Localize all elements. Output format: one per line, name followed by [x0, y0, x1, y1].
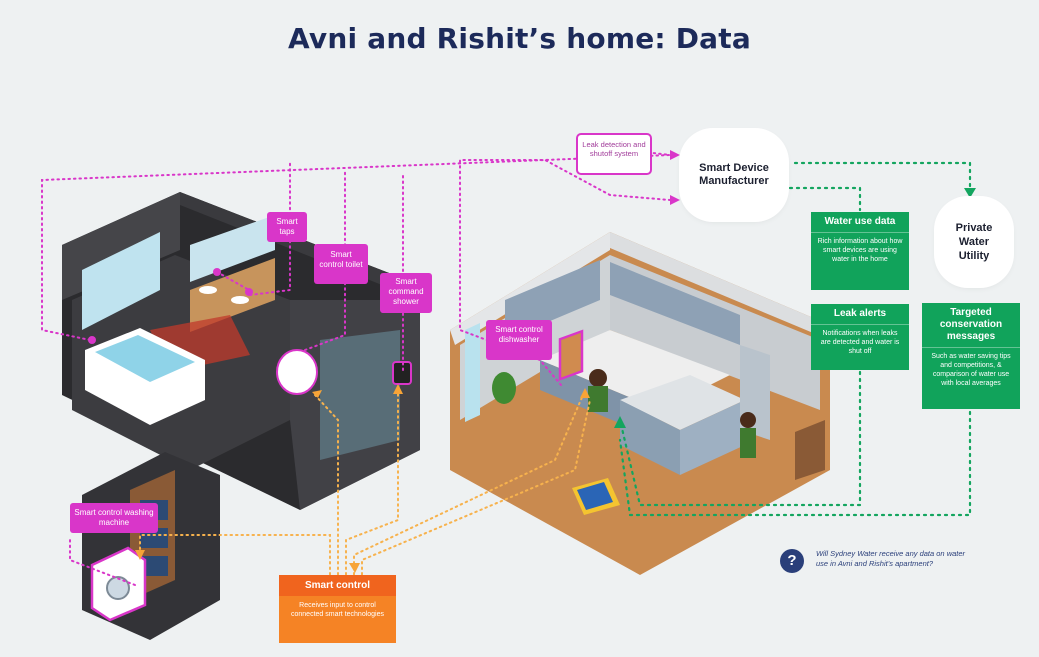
- targeted-messages-box: Targeted conservation messages Such as w…: [922, 303, 1020, 409]
- targeted-body: Such as water saving tips and competitio…: [931, 353, 1011, 387]
- laundry-room: [82, 452, 220, 640]
- leak-alerts-box: Leak alerts Notifications when leaks are…: [811, 304, 909, 370]
- question-icon: ?: [780, 549, 804, 573]
- leak-detection-label: Leak detection and shutoff system: [576, 133, 652, 175]
- manufacturer-cloud: Smart Device Manufacturer: [683, 132, 785, 218]
- smart-taps-label: Smart taps: [267, 212, 307, 242]
- leak-alerts-title: Leak alerts: [811, 304, 909, 325]
- smart-shower-label: Smart command shower: [380, 273, 432, 313]
- bathroom-room: [62, 192, 420, 510]
- page-title: Avni and Rishit’s home: Data: [288, 22, 751, 55]
- kitchen-room: [450, 232, 830, 575]
- smart-control-title: Smart control: [279, 575, 396, 596]
- question-text: Will Sydney Water receive any data on wa…: [816, 549, 966, 568]
- utility-cloud: Private Water Utility: [938, 200, 1010, 284]
- utility-label: Private Water Utility: [955, 222, 993, 262]
- leak-alerts-body: Notifications when leaks are detected an…: [820, 330, 900, 355]
- smart-toilet-label: Smart control toilet: [314, 244, 368, 284]
- smart-control-body: Receives input to control connected smar…: [291, 602, 384, 618]
- water-use-title: Water use data: [811, 212, 909, 233]
- water-use-data-box: Water use data Rich information about ho…: [811, 212, 909, 290]
- smart-dishwasher-label: Smart control dishwasher: [486, 320, 552, 360]
- water-use-body: Rich information about how smart devices…: [817, 238, 903, 263]
- manufacturer-label: Smart Device Manufacturer: [699, 162, 769, 187]
- smart-control-box: Smart control Receives input to control …: [279, 575, 396, 643]
- targeted-title: Targeted conservation messages: [922, 303, 1020, 348]
- smart-washing-machine-label: Smart control washing machine: [70, 503, 158, 533]
